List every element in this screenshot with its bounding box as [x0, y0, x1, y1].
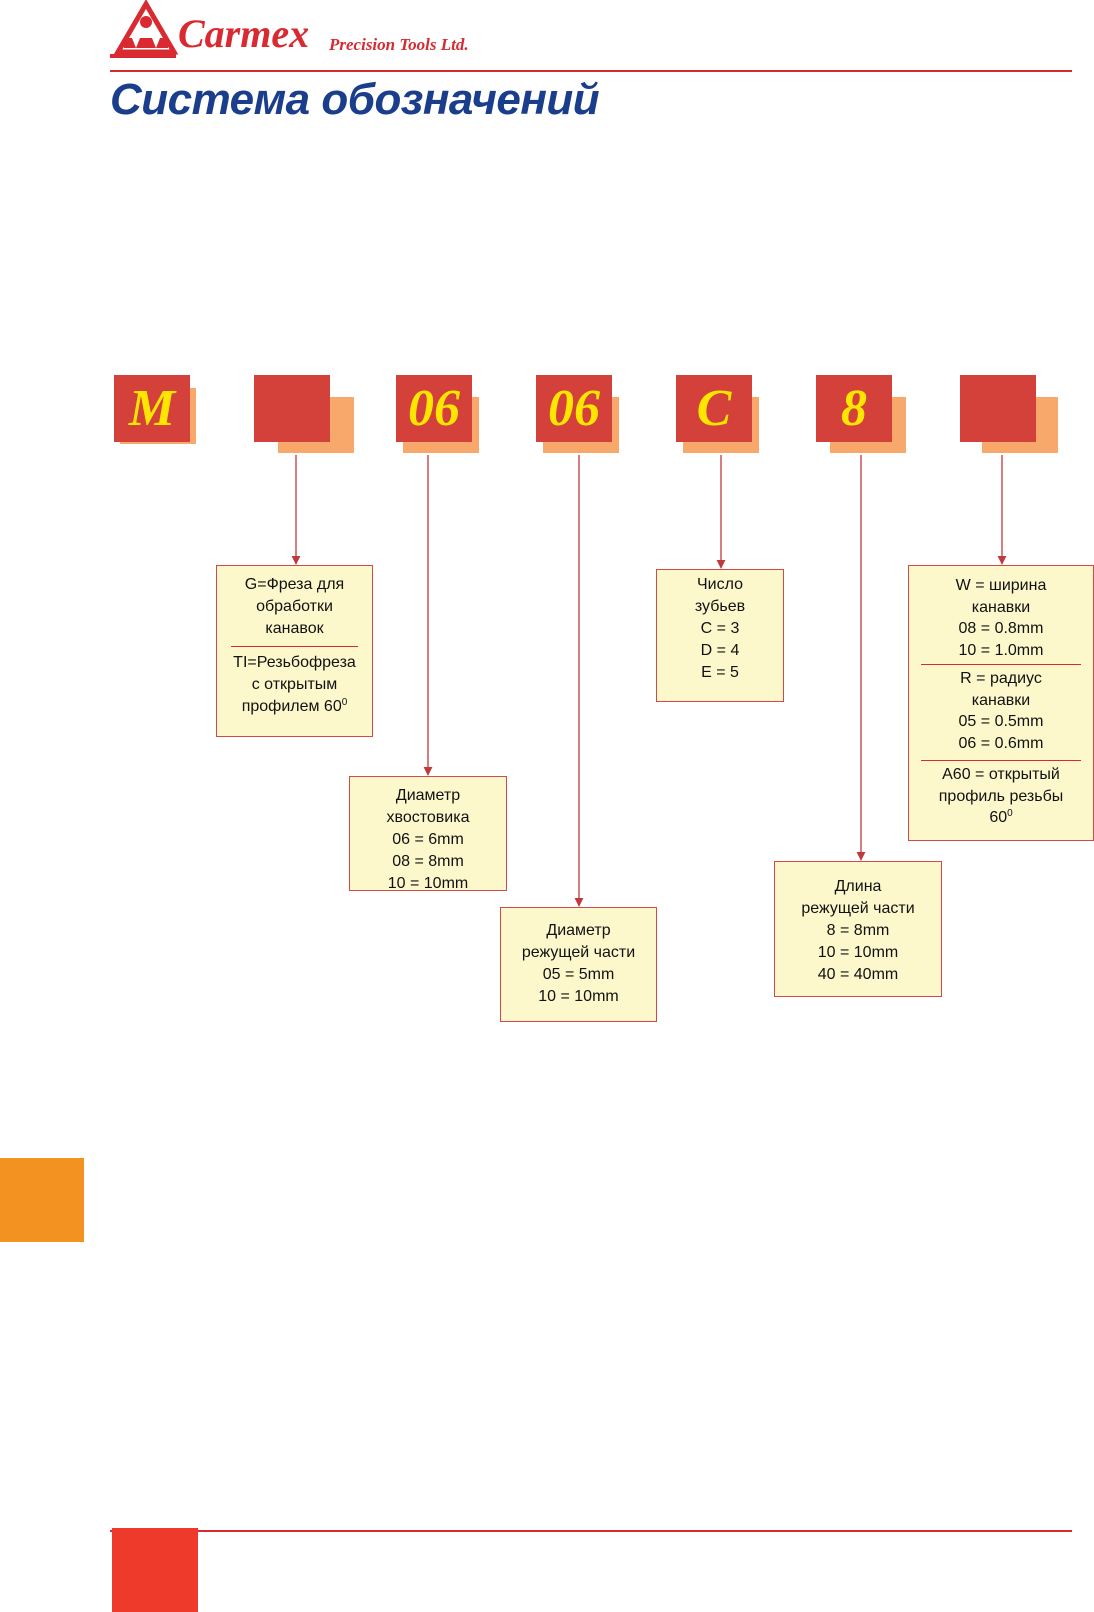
box-line: режущей части: [521, 944, 636, 961]
box-profile: W = ширина канавки 08 = 0.8mm 10 = 1.0mm…: [908, 565, 1094, 841]
box-line: канавок: [265, 620, 324, 637]
box-line: режущей части: [801, 900, 915, 917]
box-line: 10 = 1.0mm: [958, 641, 1044, 659]
box-line: 08 = 0.8mm: [958, 620, 1044, 637]
code-block-shank: 06: [396, 375, 472, 442]
box-line: G=Фреза для: [244, 576, 345, 593]
box-line: Диаметр: [546, 922, 611, 939]
box-line: 08 = 8mm: [392, 853, 464, 870]
box-line: профилем 600: [217, 696, 372, 718]
box-cut-diameter: Диаметр режущей части 05 = 5mm 10 = 10mm: [500, 907, 657, 1022]
box-line: обработки: [256, 598, 333, 615]
box-line: Длина: [834, 878, 882, 895]
box-line: A60 = открытый: [942, 766, 1060, 783]
box-line: 40 = 40mm: [817, 966, 899, 983]
code-block-series: M: [114, 375, 190, 442]
code-block-teeth: C: [676, 375, 752, 442]
box-line-text: 60: [989, 809, 1008, 826]
box-separator: [921, 664, 1081, 665]
box-line-text: профилем 60: [241, 698, 342, 715]
box-line: W = ширина: [955, 577, 1047, 594]
box-type: G=Фреза для обработки канавок TI=Резьбоф…: [216, 565, 373, 737]
section-tab: [0, 1158, 84, 1242]
brand-name: Carmex: [178, 11, 310, 56]
box-line: C = 3: [700, 620, 740, 637]
brand-subtitle: Precision Tools Ltd.: [329, 35, 469, 54]
box-line: 10 = 10mm: [817, 944, 899, 961]
code-block-cut-diameter: 06: [536, 375, 612, 442]
box-line: Число: [696, 576, 743, 593]
box-teeth: Число зубьев C = 3 D = 4 E = 5: [656, 569, 784, 702]
box-line: с открытым: [251, 676, 338, 693]
code-block-cut-length: 8: [816, 375, 892, 442]
degree-mark: 0: [341, 697, 348, 708]
box-line: 05 = 0.5mm: [958, 713, 1044, 730]
box-line: канавки: [971, 598, 1031, 616]
code-block-type: [254, 375, 330, 442]
header-divider: [110, 70, 1072, 72]
box-line: хвостовика: [386, 809, 470, 826]
box-separator: [231, 646, 358, 647]
box-line: канавки: [971, 691, 1031, 709]
box-line: D = 4: [700, 642, 740, 659]
box-line: 06 = 0.6mm: [958, 734, 1044, 752]
box-line: 600: [909, 807, 1093, 829]
degree-mark: 0: [1007, 808, 1013, 819]
code-block-profile: [960, 375, 1036, 442]
box-line: 10 = 10mm: [538, 988, 619, 1005]
footer-page-block: [112, 1528, 198, 1612]
carmex-logo-icon: [110, 0, 179, 58]
box-line: профиль резьбы: [938, 787, 1064, 805]
box-line: 8 = 8mm: [826, 922, 890, 939]
box-cut-length: Длина режущей части 8 = 8mm 10 = 10mm 40…: [774, 861, 942, 997]
box-line: зубьев: [694, 598, 746, 615]
box-line: E = 5: [701, 664, 739, 681]
box-line: TI=Резьбофреза: [233, 654, 356, 671]
box-line: 10 = 10mm: [387, 875, 469, 892]
box-line: R = радиус: [960, 670, 1042, 687]
box-line: Диаметр: [395, 787, 461, 804]
box-line: 06 = 6mm: [392, 831, 464, 848]
box-shank: Диаметр хвостовика 06 = 6mm 08 = 8mm 10 …: [349, 776, 507, 892]
page-title: Система обозначений: [110, 75, 600, 124]
box-separator: [921, 760, 1081, 761]
box-line: 05 = 5mm: [542, 966, 615, 983]
footer-divider: [110, 1530, 1072, 1532]
